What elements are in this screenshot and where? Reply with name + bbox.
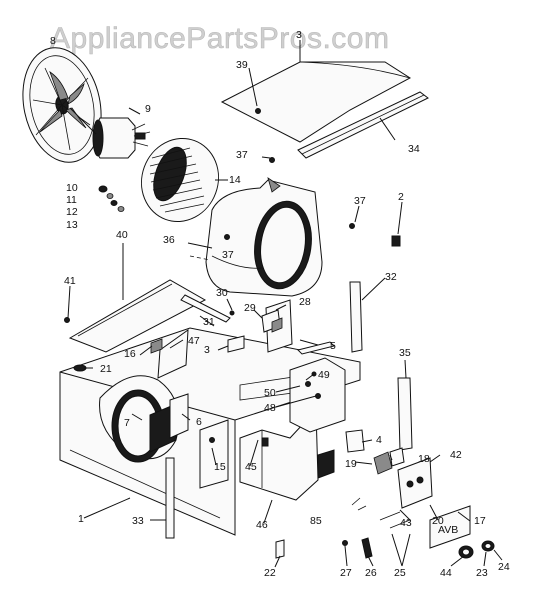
callout-37b: 37	[354, 195, 366, 207]
knobs	[458, 540, 495, 559]
callout-3b: 3	[204, 344, 210, 356]
panel-35	[397, 377, 413, 451]
callout-46: 46	[256, 519, 268, 531]
callout-39: 39	[236, 59, 248, 71]
strip-32	[349, 281, 363, 353]
callout-42: 42	[450, 449, 462, 461]
callout-23: 23	[476, 567, 488, 579]
callout-15: 15	[214, 461, 226, 473]
top-cover	[220, 61, 411, 143]
callout-9: 9	[145, 103, 151, 115]
callout-25: 25	[394, 567, 406, 579]
callout-6: 6	[196, 416, 202, 428]
callout-13: 13	[66, 219, 78, 231]
bracket-15	[199, 419, 229, 489]
blower-wheel	[141, 137, 219, 223]
callout-19: 19	[345, 458, 357, 470]
callout-12: 12	[66, 206, 78, 218]
switch-assembly: AVB	[345, 429, 471, 549]
svg-text:AVB: AVB	[438, 524, 458, 536]
misc-hardware	[64, 157, 411, 559]
callout-34: 34	[408, 143, 420, 155]
callout-41: 41	[64, 275, 76, 287]
callout-30: 30	[216, 287, 228, 299]
blower-housing	[205, 177, 323, 297]
callout-26: 26	[365, 567, 377, 579]
leader-lines	[67, 40, 503, 568]
callout-10: 10	[66, 182, 78, 194]
callout-22: 22	[264, 567, 276, 579]
callout-3a: 3	[296, 29, 302, 41]
post-33	[165, 457, 175, 539]
callout-7: 7	[124, 417, 130, 429]
callout-1: 1	[78, 513, 84, 525]
callout-18: 18	[418, 453, 430, 465]
callout-labels: 1 2 3 3 4 5 6 7 8 9 10 11 12 13 14 15 16…	[50, 29, 510, 579]
callout-47: 47	[188, 335, 200, 347]
motor-hardware	[98, 185, 125, 212]
callout-85: 85	[310, 515, 322, 527]
callout-27: 27	[340, 567, 352, 579]
callout-16: 16	[124, 348, 136, 360]
callout-35: 35	[399, 347, 411, 359]
control-bracket	[289, 341, 346, 479]
callout-24: 24	[498, 561, 510, 573]
callout-20: 20	[432, 515, 444, 527]
callout-2: 2	[398, 191, 404, 203]
bracket-6	[169, 393, 189, 439]
fan-blade	[22, 47, 102, 163]
callout-37c: 37	[222, 249, 234, 261]
callout-33: 33	[132, 515, 144, 527]
callout-48: 48	[264, 402, 276, 414]
callout-32: 32	[385, 271, 397, 283]
callout-17: 17	[474, 515, 486, 527]
partition-46	[239, 408, 319, 501]
callout-5: 5	[330, 340, 336, 352]
callout-28: 28	[299, 296, 311, 308]
callout-50: 50	[264, 387, 276, 399]
blower-motor	[69, 107, 151, 159]
callout-11: 11	[66, 194, 77, 206]
callout-36: 36	[163, 234, 175, 246]
callout-14: 14	[229, 174, 241, 186]
left-panel	[68, 279, 207, 353]
channel-31	[180, 294, 231, 323]
callout-44: 44	[440, 567, 452, 579]
side-rail	[297, 91, 429, 159]
callout-43: 43	[400, 517, 412, 529]
callout-8: 8	[50, 35, 56, 47]
callout-49: 49	[318, 369, 330, 381]
callout-37a: 37	[236, 149, 248, 161]
callout-21: 21	[100, 363, 112, 375]
callout-45: 45	[245, 461, 257, 473]
callout-29: 29	[244, 302, 256, 314]
watermark-text: AppliancePartsPros.com	[50, 22, 389, 55]
callout-31: 31	[203, 316, 215, 328]
callout-4: 4	[376, 434, 382, 446]
callout-40: 40	[116, 229, 128, 241]
